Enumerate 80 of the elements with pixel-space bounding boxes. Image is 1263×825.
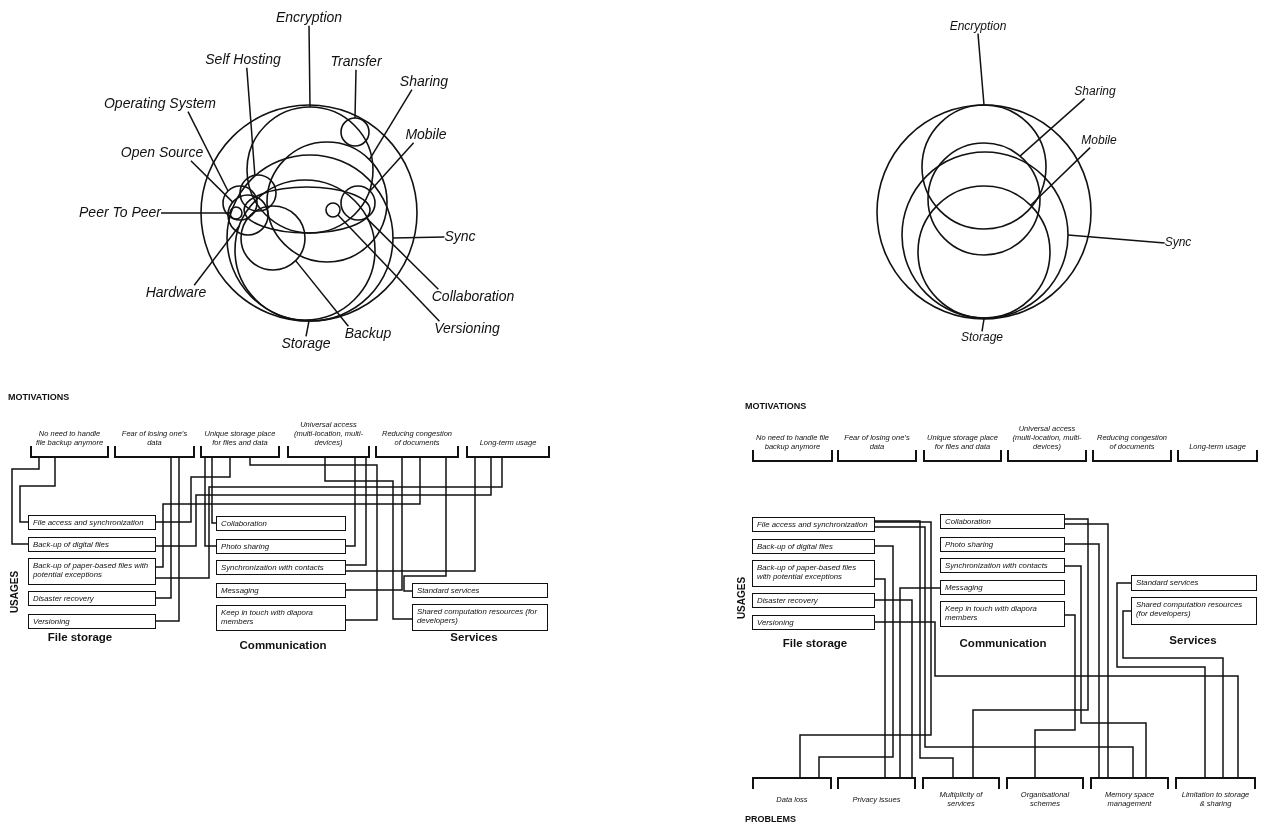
leader-line — [365, 217, 440, 291]
venn-ellipse — [243, 186, 371, 234]
connector-line — [155, 456, 172, 599]
connector-line — [972, 518, 1089, 779]
connector-line — [11, 456, 40, 545]
venn-label: Transfer — [330, 54, 382, 70]
venn-label: Mobile — [1081, 134, 1117, 148]
connector-line — [874, 599, 913, 779]
connector-line — [155, 456, 231, 523]
leader-line — [368, 88, 413, 161]
connector-line — [324, 456, 413, 620]
venn-circle — [340, 185, 376, 221]
connector-line — [1064, 543, 1100, 779]
connector-line — [345, 456, 367, 566]
venn-label: Encryption — [275, 10, 343, 26]
venn-label: Sharing — [1074, 85, 1116, 99]
venn-label: Hardware — [145, 285, 207, 301]
venn-circle — [229, 206, 243, 220]
connector-line — [155, 456, 503, 579]
leader-line — [1067, 234, 1166, 244]
venn-label: Operating System — [103, 96, 217, 112]
venn-label: Backup — [344, 326, 392, 342]
venn-label: Collaboration — [431, 289, 515, 305]
venn-label: Peer To Peer — [79, 205, 161, 221]
group-heading: File storage — [782, 637, 848, 649]
connector-line — [345, 456, 403, 591]
venn-label: Sync — [1164, 236, 1192, 250]
connector-line — [19, 456, 56, 523]
leader-line — [1029, 146, 1091, 207]
section-heading: USAGES — [8, 570, 20, 614]
venn-label: Mobile — [405, 127, 447, 143]
venn-label: Sync — [444, 229, 476, 245]
connector-line — [874, 520, 954, 779]
leader-line — [246, 66, 256, 176]
venn-label: Encryption — [949, 20, 1007, 34]
section-heading: MOTIVATIONS — [745, 401, 807, 411]
connector-line — [874, 526, 1134, 779]
connector-line — [155, 456, 492, 547]
leader-line — [305, 320, 310, 338]
connector-line — [1116, 582, 1206, 779]
leader-line — [392, 236, 446, 239]
venn-label: Open Source — [120, 145, 204, 161]
venn-label: Versioning — [434, 321, 500, 337]
leader-line — [193, 225, 240, 287]
group-heading: Communication — [959, 637, 1047, 649]
connector-line — [211, 456, 217, 524]
leader-line — [1019, 97, 1086, 157]
connector-line — [345, 456, 356, 547]
connector-line — [874, 578, 886, 779]
connector-line — [899, 587, 941, 779]
connector-line — [204, 456, 217, 547]
connector-line — [403, 456, 447, 592]
connector-line — [1064, 523, 1109, 779]
connector-line — [155, 456, 421, 568]
connector-line — [799, 521, 932, 779]
connector-line — [818, 545, 894, 779]
leader-line — [160, 212, 231, 214]
section-heading: MOTIVATIONS — [8, 392, 70, 402]
group-heading: Services — [1169, 634, 1217, 646]
connector-line — [1122, 610, 1224, 779]
connector-line — [1034, 614, 1076, 779]
venn-label: Self Hosting — [205, 52, 281, 68]
venn-label: Storage — [281, 336, 331, 352]
leader-line — [187, 110, 229, 192]
connector-line — [874, 621, 1239, 779]
leader-line — [981, 318, 985, 333]
connector-line — [1064, 565, 1147, 779]
leader-line — [354, 68, 357, 119]
connector-line — [345, 456, 476, 572]
leader-line — [369, 141, 415, 192]
venn-label: Storage — [961, 331, 1003, 345]
connector-line — [249, 456, 378, 621]
leader-line — [308, 24, 311, 108]
section-heading: USAGES — [735, 576, 747, 620]
connector-line — [155, 456, 180, 622]
group-heading: File storage — [47, 631, 113, 643]
venn-label: Sharing — [399, 74, 449, 90]
leader-line — [337, 214, 441, 323]
leader-line — [190, 159, 234, 203]
leader-line — [977, 32, 985, 106]
